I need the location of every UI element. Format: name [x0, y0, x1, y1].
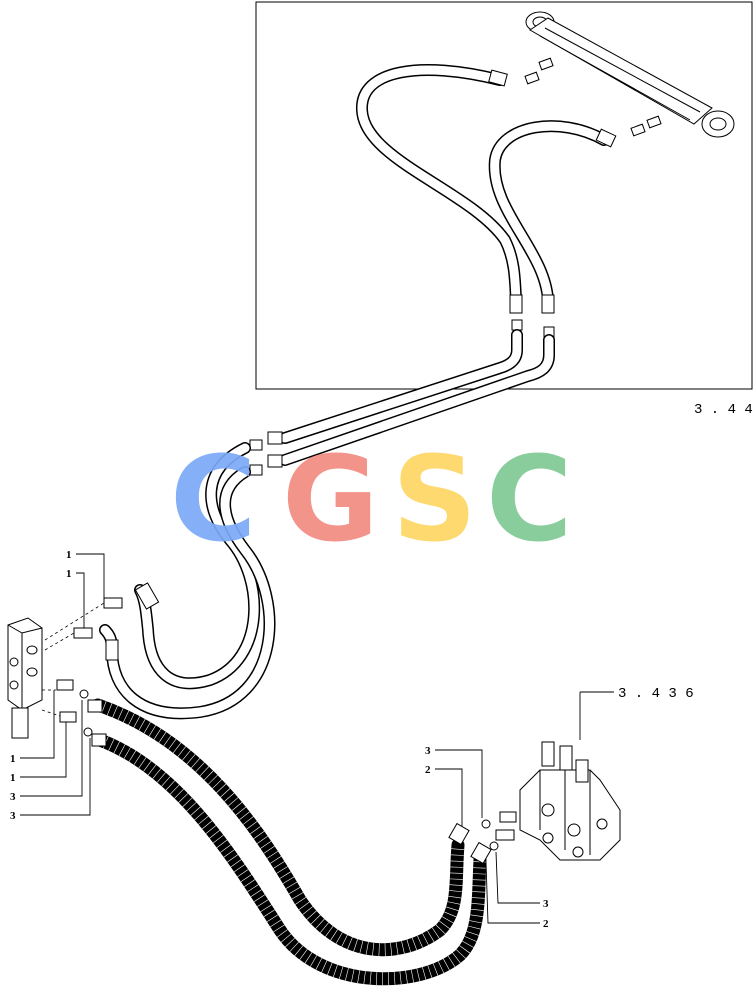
inset-hoses [356, 64, 617, 338]
right-valve-block [481, 741, 621, 861]
svg-text:3: 3 [425, 745, 431, 757]
valve-reference-leader [579, 691, 614, 740]
svg-text:2: 2 [543, 918, 549, 930]
watermark-letter-3: S [392, 430, 477, 568]
watermark-letter-2: G [282, 430, 379, 568]
callout-6: 3 [10, 738, 91, 822]
callout-8: 2 [425, 764, 463, 826]
black-hoses [87, 698, 492, 986]
left-control-valve [7, 602, 105, 739]
svg-text:1: 1 [66, 549, 72, 561]
callout-5: 3 [10, 700, 83, 803]
watermark-letter-4: C [486, 430, 573, 568]
valve-reference-label: 3 . 4 3 6 [618, 686, 694, 702]
callout-7: 3 [425, 745, 483, 818]
svg-text:1: 1 [10, 772, 16, 784]
svg-text:1: 1 [10, 753, 16, 765]
callout-2: 1 [66, 568, 85, 628]
watermark-letter-1: C [170, 430, 257, 568]
svg-text:1: 1 [66, 568, 72, 580]
svg-text:3: 3 [10, 810, 16, 822]
callout-3: 1 [10, 690, 55, 765]
inset-reference-label: 3 . 4 4 [694, 402, 753, 418]
callout-1: 1 [66, 549, 105, 600]
svg-text:3: 3 [10, 791, 16, 803]
svg-text:3: 3 [543, 898, 549, 910]
svg-text:2: 2 [425, 764, 431, 776]
callout-4: 1 [10, 722, 67, 784]
watermark-logo: C G S C [170, 430, 573, 568]
rigid-pipes [249, 329, 555, 476]
hydraulic-cylinder [524, 11, 735, 138]
callout-9: 3 [495, 851, 549, 910]
loop-hoses [73, 442, 276, 720]
callout-10: 2 [485, 861, 549, 930]
